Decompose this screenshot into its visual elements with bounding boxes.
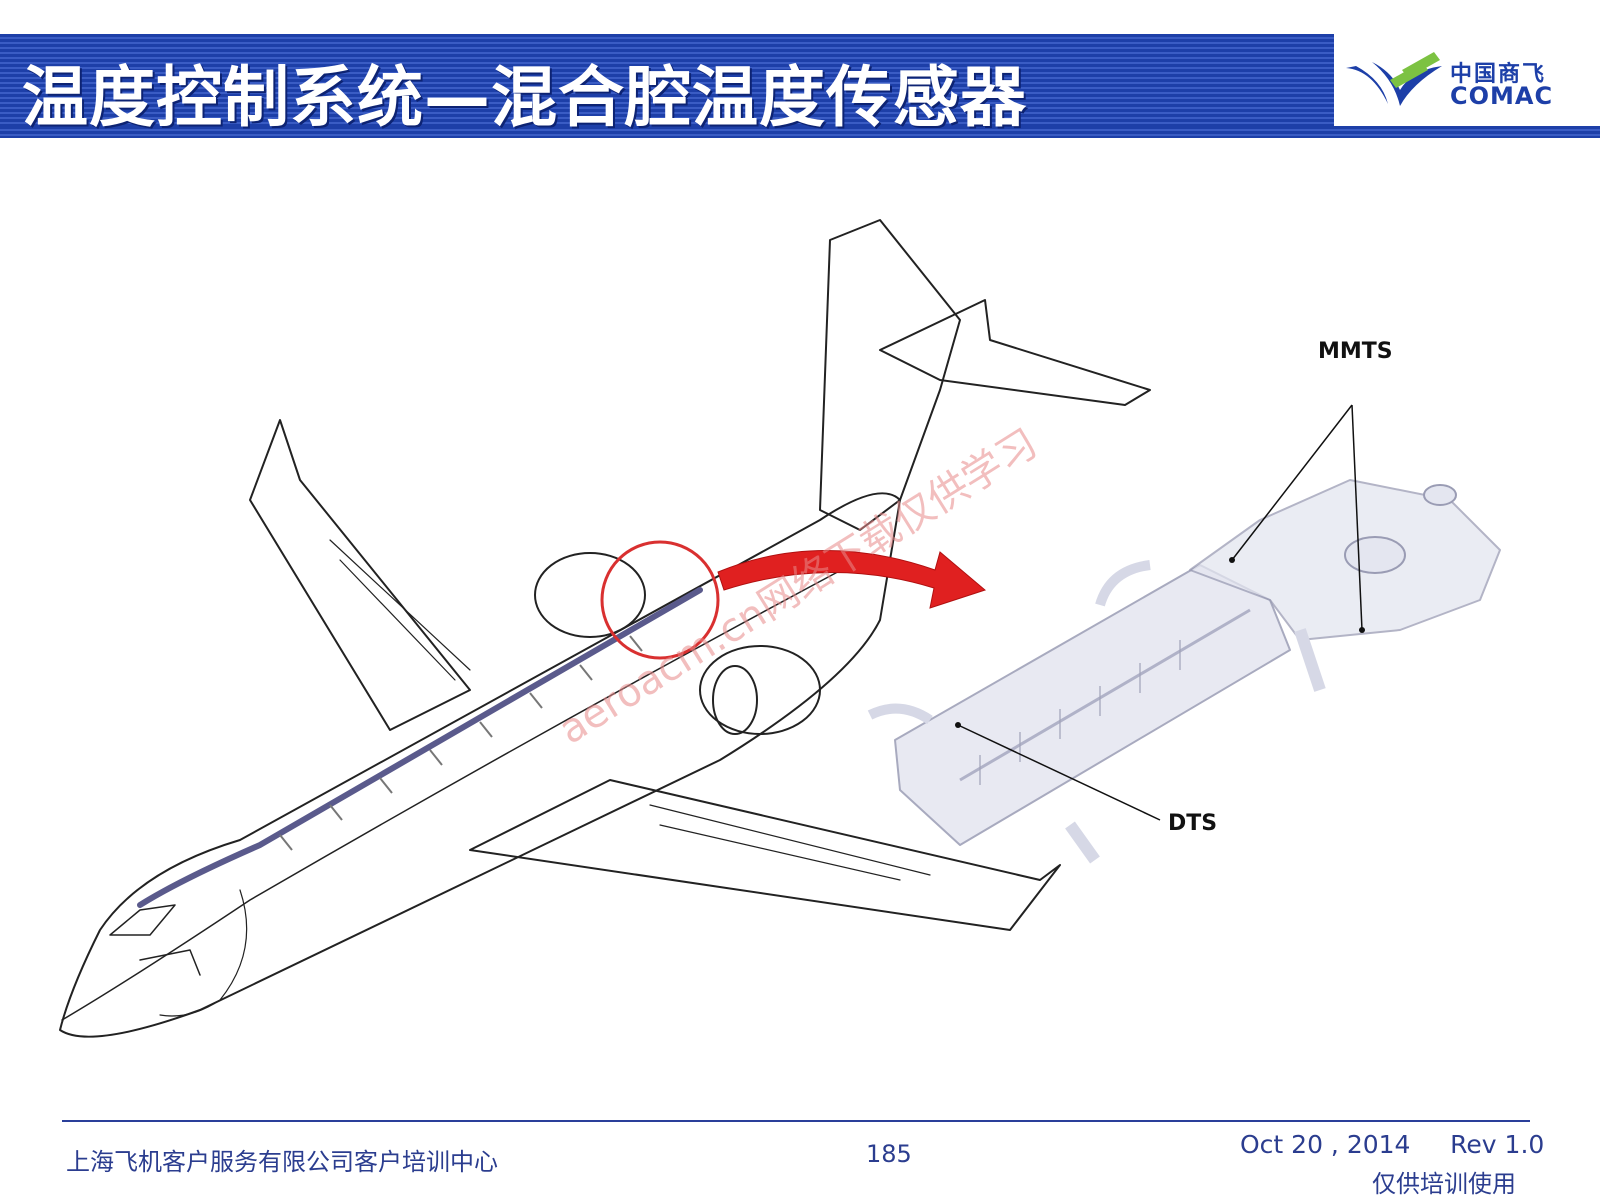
footer-organization: 上海飞机客户服务有限公司客户培训中心 xyxy=(66,1148,498,1176)
page-title: 温度控制系统—混合腔温度传感器 xyxy=(22,59,1027,136)
upper-wing xyxy=(249,419,471,731)
dts-leader xyxy=(957,724,1161,821)
logo-chinese-text: 中国商飞 xyxy=(1450,62,1547,87)
mmts-leader-1 xyxy=(1231,404,1353,561)
mmts-leader-2 xyxy=(1351,404,1363,631)
aircraft-figure: MMTS DTS aeroacm.cn网络下载仅供学习 xyxy=(59,219,1501,1038)
title-bar-stripe xyxy=(0,126,1600,138)
lower-wing xyxy=(469,779,1061,931)
dts-label: DTS xyxy=(1168,811,1217,836)
page-number: 185 xyxy=(866,1140,912,1168)
footer-training-note: 仅供培训使用 xyxy=(1372,1170,1516,1198)
zoom-arrow xyxy=(717,550,987,609)
comac-logo: 中国商飞 COMAC xyxy=(1342,40,1592,124)
footer-date-revision: Oct 20 , 2014 Rev 1.0 xyxy=(1240,1130,1545,1159)
logo-english-text: COMAC xyxy=(1450,82,1554,110)
mix-chamber-detail xyxy=(867,479,1501,864)
footer-divider xyxy=(62,1120,1530,1122)
fuselage-outline xyxy=(59,492,901,1038)
upper-engine xyxy=(534,552,646,638)
mmts-label: MMTS xyxy=(1318,339,1393,364)
title-bar xyxy=(0,34,1334,126)
horizontal-stabilizer xyxy=(879,299,1151,406)
comac-logo-icon xyxy=(1346,52,1442,106)
air-distribution-duct xyxy=(137,587,703,908)
mix-chamber-highlight-circle xyxy=(600,540,720,660)
vertical-tail xyxy=(819,219,961,531)
lower-engine xyxy=(699,645,821,735)
